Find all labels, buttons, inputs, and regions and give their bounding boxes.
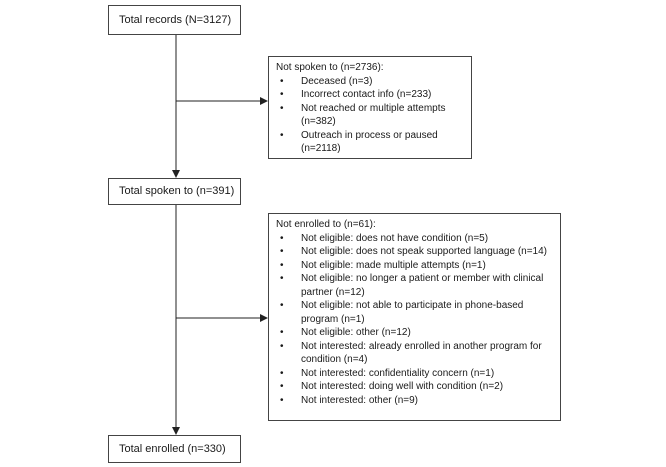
list-item: Not eligible: not able to participate in… — [276, 299, 554, 326]
total-enrolled-box: Total enrolled (n=330) — [108, 435, 241, 463]
list-item: Not eligible: does not have condition (n… — [276, 232, 554, 246]
list-item: Not eligible: other (n=12) — [276, 326, 554, 340]
total-spoken-box: Total spoken to (n=391) — [108, 178, 241, 205]
not-spoken-list: Deceased (n=3) Incorrect contact info (n… — [276, 75, 465, 156]
list-item: Not interested: other (n=9) — [276, 394, 554, 408]
not-enrolled-box: Not enrolled to (n=61): Not eligible: do… — [268, 213, 561, 421]
not-spoken-box: Not spoken to (n=2736): Deceased (n=3) I… — [268, 56, 472, 159]
not-enrolled-list: Not eligible: does not have condition (n… — [276, 232, 554, 408]
not-spoken-title: Not spoken to (n=2736): — [276, 62, 384, 73]
list-item: Not eligible: no longer a patient or mem… — [276, 272, 554, 299]
list-item: Not interested: already enrolled in anot… — [276, 340, 554, 367]
total-enrolled-label: Total enrolled (n=330) — [119, 442, 226, 455]
list-item: Outreach in process or paused (n=2118) — [276, 129, 465, 156]
list-item: Deceased (n=3) — [276, 75, 465, 89]
list-item: Not reached or multiple attempts (n=382) — [276, 102, 465, 129]
total-records-box: Total records (N=3127) — [108, 5, 241, 35]
not-enrolled-title: Not enrolled to (n=61): — [276, 219, 376, 230]
list-item: Incorrect contact info (n=233) — [276, 88, 465, 102]
total-spoken-label: Total spoken to (n=391) — [119, 185, 235, 197]
list-item: Not eligible: does not speak supported l… — [276, 245, 554, 259]
total-records-label: Total records (N=3127) — [119, 13, 232, 26]
list-item: Not interested: doing well with conditio… — [276, 380, 554, 394]
list-item: Not interested: confidentiality concern … — [276, 367, 554, 381]
list-item: Not eligible: made multiple attempts (n=… — [276, 259, 554, 273]
